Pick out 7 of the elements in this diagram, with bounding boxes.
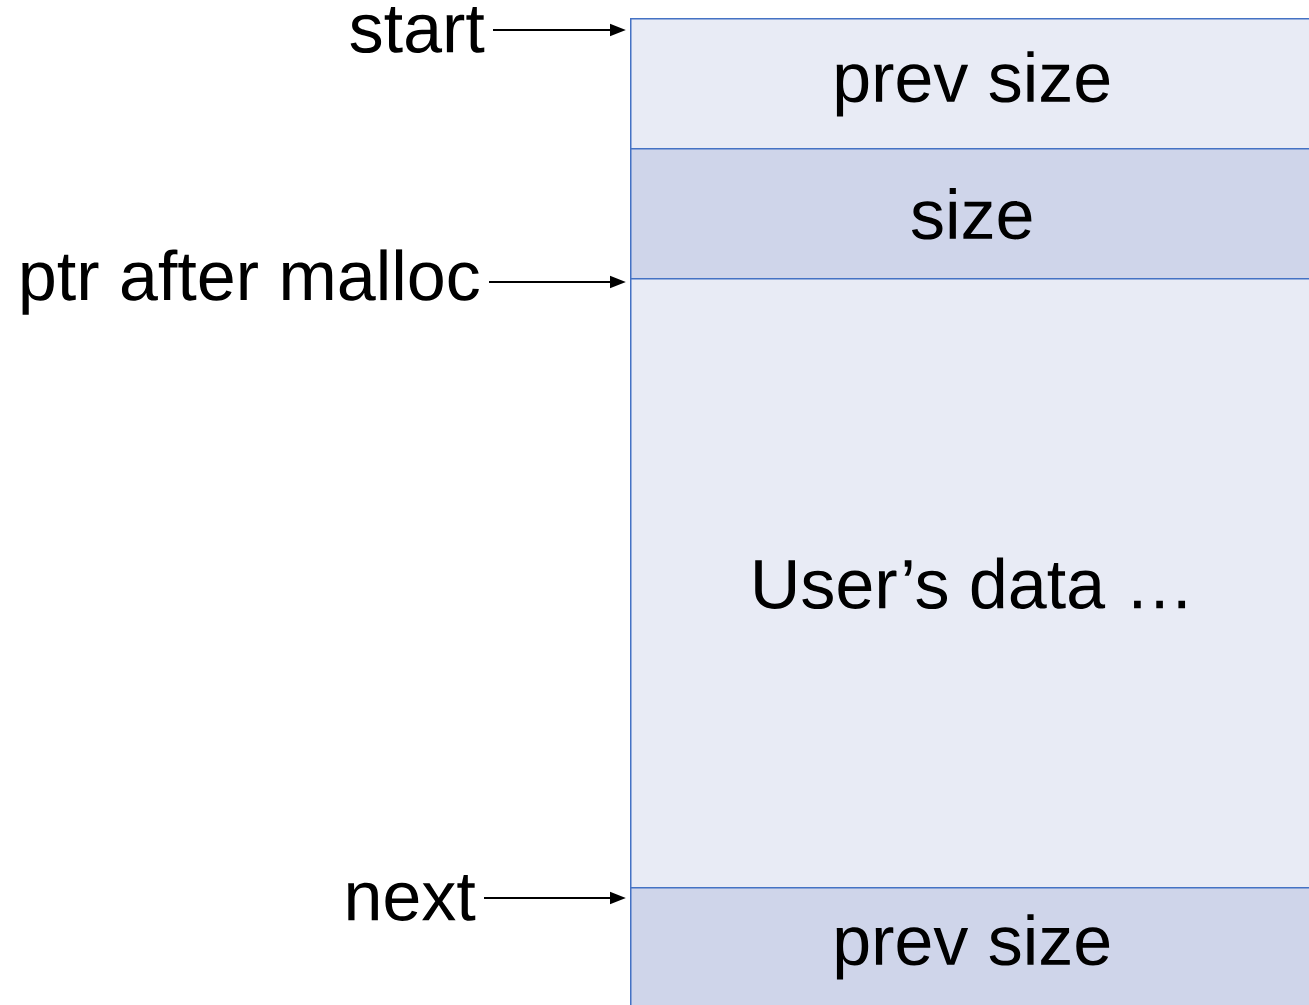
memory-field-box: prev size — [630, 18, 1309, 150]
pointer-label: next — [348, 875, 476, 921]
memory-field-box: prev size — [630, 887, 1309, 1005]
pointer-label: ptr after malloc — [22, 249, 479, 315]
memory-field-box: size — [630, 148, 1309, 280]
memory-field-box: User’s data … — [630, 278, 1309, 889]
pointer-label: start — [350, 7, 485, 53]
